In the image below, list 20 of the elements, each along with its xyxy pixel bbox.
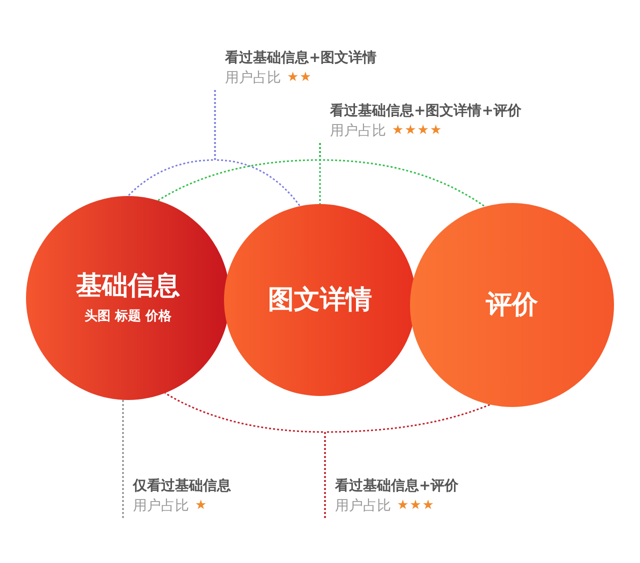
leader-line <box>324 404 490 518</box>
circle-title: 图文详情 <box>268 284 372 317</box>
callout-heading: 仅看过基础信息 <box>133 477 231 496</box>
share-label: 用户占比 <box>133 497 189 516</box>
callout-heading: 看过基础信息+评价 <box>335 477 459 496</box>
leader-line <box>214 90 301 207</box>
circle-title: 基础信息 <box>76 270 180 303</box>
star-rating: ★★★ <box>397 497 435 515</box>
star-rating: ★★★★ <box>392 122 443 140</box>
share-label: 用户占比 <box>330 122 386 141</box>
callout-heading: 看过基础信息+图文详情 <box>225 48 377 68</box>
share-label: 用户占比 <box>225 69 281 88</box>
star-rating: ★ <box>195 497 208 515</box>
leader-line <box>319 143 486 208</box>
share-label: 用户占比 <box>335 497 391 516</box>
circle-title: 评价 <box>486 289 538 322</box>
leader-line <box>122 400 124 518</box>
circle-subtitle: 头图 标题 价格 <box>84 308 172 326</box>
star-rating: ★★ <box>287 69 312 87</box>
callout-heading: 看过基础信息+图文详情+评价 <box>330 102 522 121</box>
